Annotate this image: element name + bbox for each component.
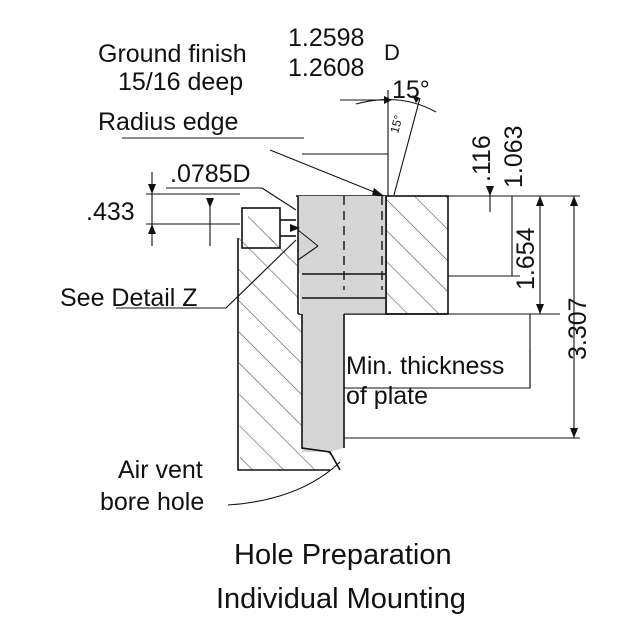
pin-fitting	[241, 207, 300, 249]
min-thickness-label: Min. thickness	[346, 352, 504, 380]
caption-title: Hole Preparation	[234, 539, 452, 571]
bore-tolerance-lower: 1.2608	[288, 54, 364, 82]
bore-tolerance-upper: 1.2598	[288, 24, 364, 52]
angle-small-label: 15°	[387, 113, 405, 134]
dim-116-label: .116	[468, 135, 496, 182]
of-plate-label: of plate	[346, 382, 428, 410]
ground-finish-depth-label: 15/16 deep	[118, 68, 243, 96]
dim-433-lines	[146, 172, 240, 246]
bore-cavity	[297, 196, 387, 471]
dim-433-label: .433	[86, 198, 135, 226]
min-thickness-bracket	[344, 313, 531, 389]
see-detail-leader-angled	[225, 239, 297, 309]
dim-3307-label: 3.307	[564, 297, 592, 360]
caption-subtitle: Individual Mounting	[216, 583, 466, 615]
ground-finish-label: Ground finish	[98, 40, 247, 68]
air-vent-label: Air vent	[118, 456, 203, 484]
dim-1654-label: 1.654	[512, 227, 540, 290]
bore-hole-label: bore hole	[100, 488, 204, 516]
top-leaders	[122, 90, 437, 211]
see-detail-label: See Detail Z	[60, 284, 198, 312]
air-vent-leader	[227, 461, 341, 506]
angle-label: 15°	[392, 76, 430, 104]
dim-1063-label: 1.063	[500, 125, 528, 188]
radius-value-label: .0785D	[170, 160, 251, 188]
radius-edge-label: Radius edge	[98, 108, 238, 136]
bore-tolerance-suffix: D	[384, 40, 400, 65]
